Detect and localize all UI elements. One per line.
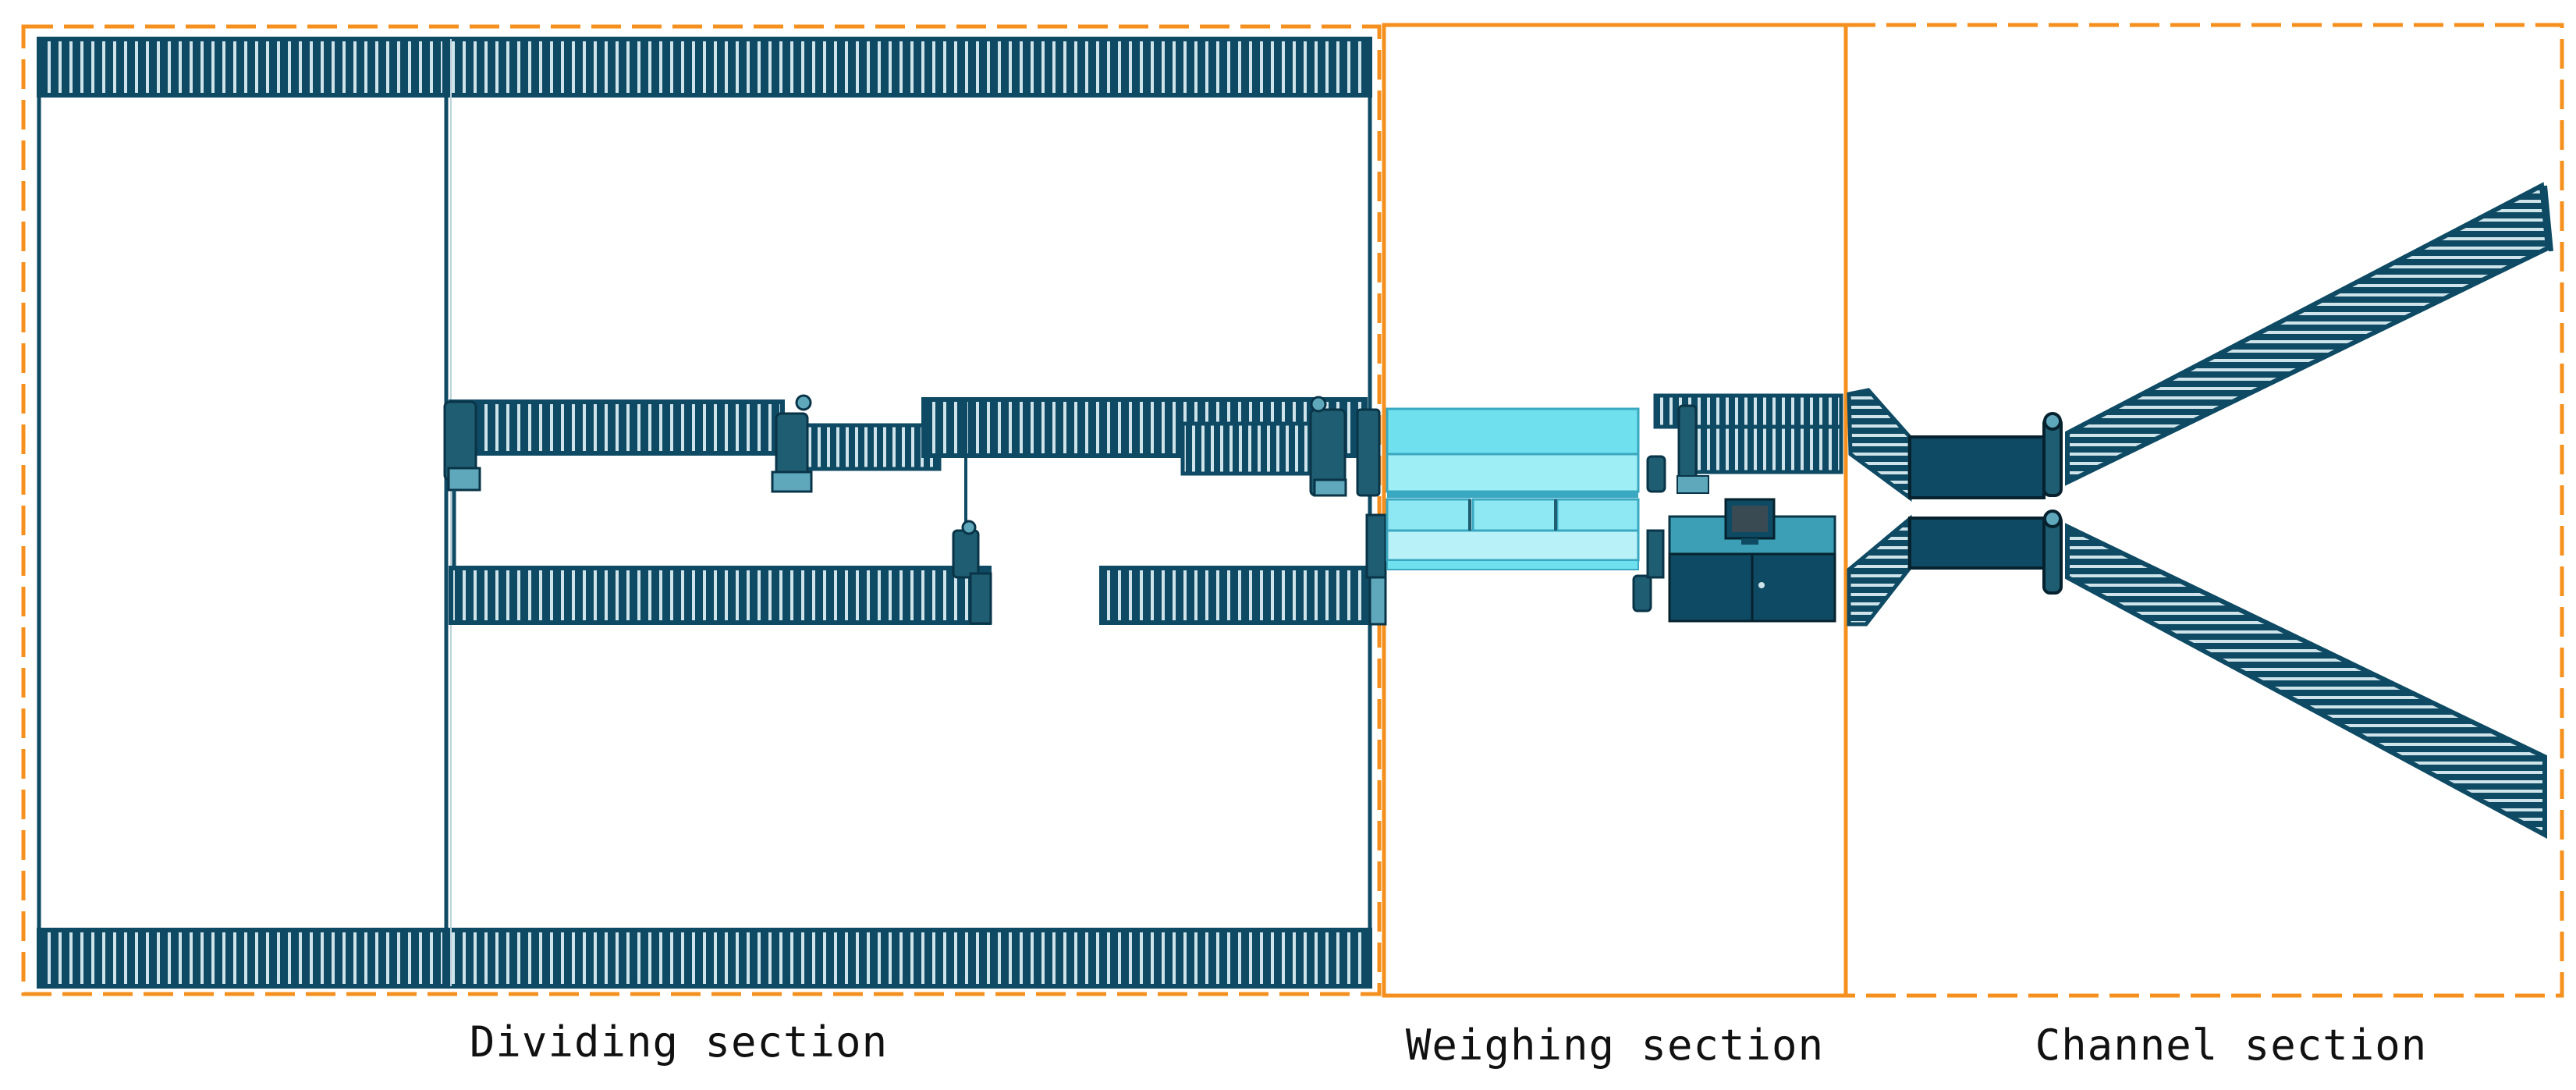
- channel-entry-panels: [1847, 388, 1912, 627]
- control-cabinet: [1668, 498, 1836, 623]
- weighing-posts: [1632, 455, 1666, 612]
- gate-mechanisms: [443, 394, 1387, 626]
- funnel-fence-upper: [2065, 182, 2553, 486]
- weighing-section-label: Weighing section: [1405, 1021, 1825, 1070]
- top-fence: [37, 37, 1372, 98]
- channel-gates: [1908, 412, 2063, 595]
- dividing-section-frame: [21, 24, 1382, 996]
- dividing-section-label: Dividing section: [469, 1017, 889, 1067]
- bottom-fence: [37, 928, 1372, 989]
- funnel-fence-lower: [2065, 523, 2547, 840]
- channel-section-frame: [1843, 23, 2564, 998]
- channel-section-label: Channel section: [2035, 1021, 2428, 1070]
- lower-middle-fence: [449, 566, 1372, 625]
- weighing-scale: [1386, 407, 1640, 570]
- upper-middle-fence: [449, 397, 1368, 476]
- weighing-right-fence: [1653, 393, 1843, 494]
- pen-outline: [37, 39, 1372, 986]
- section-frames: [21, 23, 2564, 998]
